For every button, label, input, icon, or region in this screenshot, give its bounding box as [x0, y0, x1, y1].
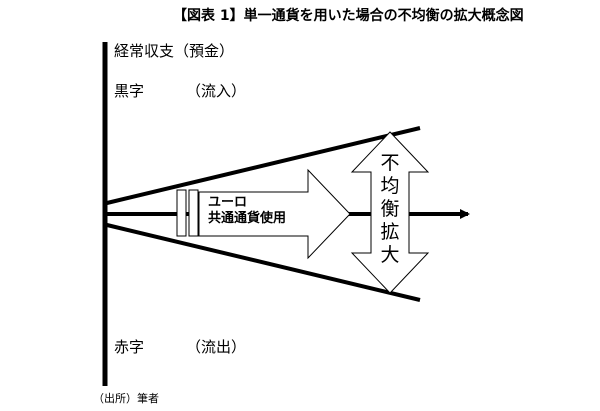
source-note: （出所）筆者	[93, 391, 159, 405]
bar-marker-2	[188, 189, 199, 237]
expansion-arrow	[350, 131, 430, 294]
deficit-label: 赤字	[114, 338, 144, 356]
expand-char-5: 大	[380, 244, 399, 266]
arrow-text-line2: 共通通貨使用	[208, 210, 286, 226]
block-arrow	[198, 168, 351, 260]
axis-label: 経常収支（預金）	[114, 42, 234, 60]
deficit-sub: （流出）	[186, 338, 246, 356]
expand-char-2: 均	[380, 175, 399, 197]
diagram-title: 【図表 1】単一通貨を用いた場合の不均衡の拡大概念図	[173, 7, 524, 24]
surplus-sub: （流入）	[186, 82, 246, 100]
surplus-label: 黒字	[114, 82, 144, 100]
upper-divergence-line	[106, 126, 421, 205]
expand-char-4: 拡	[380, 221, 399, 243]
bar-marker-1	[176, 189, 187, 237]
lower-divergence-line	[106, 223, 421, 302]
arrow-text-line1: ユーロ	[208, 195, 247, 210]
expand-char-1: 不	[380, 152, 399, 174]
expand-char-3: 衡	[380, 198, 399, 220]
